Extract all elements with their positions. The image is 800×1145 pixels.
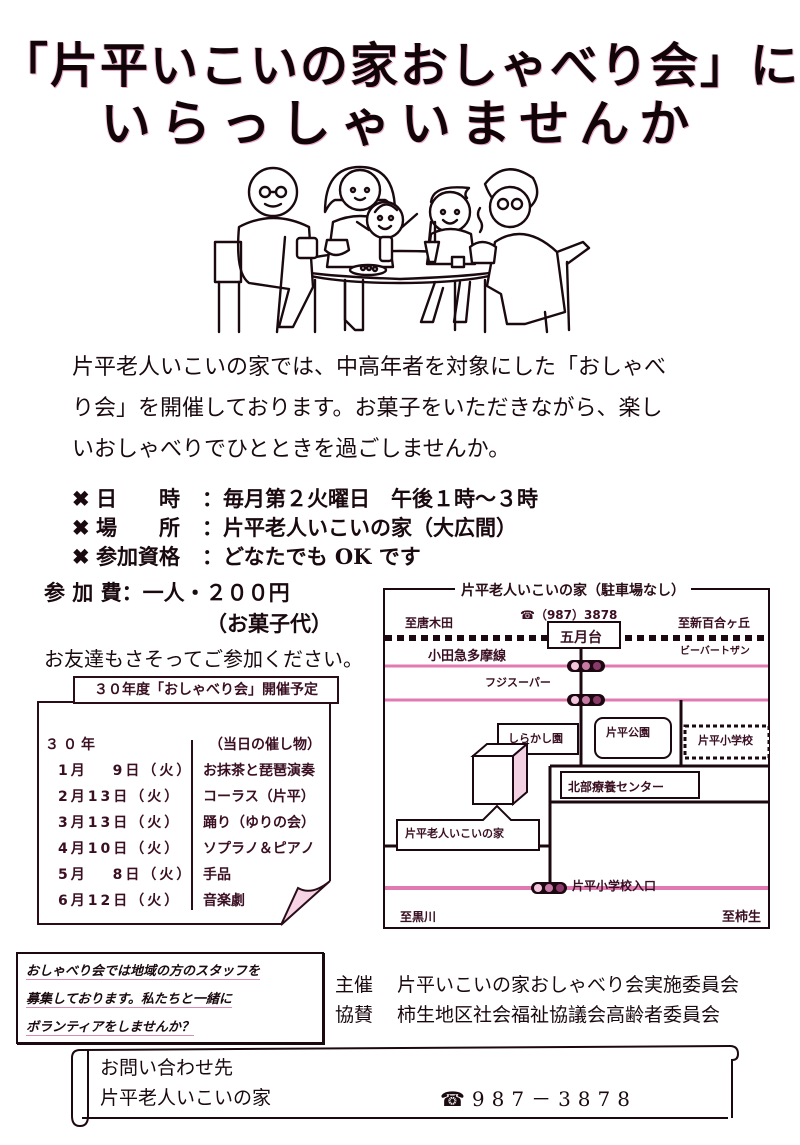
- volunteer-callout: おしゃべり会では地域の方のスタッフを 募集しております。私たちと一緒に ボランテ…: [16, 952, 324, 1044]
- sponsor-row: 協賛 柿生地区社会福祉協議会高齢者委員会: [335, 1000, 739, 1030]
- fee-note: （お菓子代）: [206, 611, 332, 636]
- map-label-karakida: 至唐木田: [405, 616, 454, 630]
- schedule-row: 5月 8日（火） 手品: [58, 864, 315, 890]
- page-title-line-2: いらっしゃいませんか: [100, 94, 700, 153]
- traffic-signal-icon: [531, 882, 567, 894]
- family-at-table-illustration: [213, 165, 591, 334]
- map-label-beaver: ビーバートザン: [680, 646, 750, 657]
- schedule-event: コーラス（片平）: [203, 789, 315, 805]
- map-railway: 小田急多摩線: [428, 649, 507, 664]
- detail-row-eligibility: ✖ 参加資格 ：どなたでも OK です: [72, 542, 538, 571]
- schedule-divider: [191, 740, 193, 910]
- detail-value: ：毎月第２火曜日 午後１時～３時: [202, 486, 538, 511]
- map-label-shirakashien: しらかし園: [508, 732, 563, 745]
- detail-label: 参加資格: [96, 544, 180, 569]
- clover-bullet-icon: ✖: [72, 515, 90, 540]
- clover-bullet-icon: ✖: [72, 544, 90, 569]
- detail-label: 場 所: [96, 515, 180, 540]
- intro-line: り会」を開催しております。お菓子をいただきながら、楽し: [72, 396, 663, 421]
- schedule-row: 6月12日（火） 音楽劇: [58, 890, 315, 916]
- volunteer-line: おしゃべり会では地域の方のスタッフを: [26, 960, 261, 980]
- map-label-park: 片平公園: [606, 726, 650, 739]
- schedule-year: ３０年: [45, 737, 99, 753]
- volunteer-line: 募集しております。私たちと一緒に: [26, 988, 232, 1008]
- schedule-row: 4月10日（火） ソプラノ＆ピアノ: [58, 838, 315, 864]
- host-row: 主催 片平いこいの家おしゃべり会実施委員会: [335, 970, 739, 1000]
- map-drawing: [385, 621, 770, 894]
- schedule-list: 1月 9日（火） お抹茶と琵琶演奏 2月13日（火） コーラス（片平） 3月13日（…: [58, 760, 315, 916]
- scroll-banner: [71, 1045, 740, 1128]
- map-label-kakio: 至柿生: [722, 910, 762, 925]
- traffic-signal-icon: [567, 660, 605, 672]
- contact-heading: お問い合わせ先: [100, 1057, 234, 1079]
- map-label-school-entrance: 片平小学校入口: [572, 879, 657, 893]
- contact-phone: ☎987－3878: [440, 1087, 637, 1111]
- schedule-date: 4月10日（火）: [58, 841, 182, 857]
- map-label-school: 片平小学校: [698, 734, 753, 747]
- detail-row-datetime: ✖ 日 時 ：毎月第２火曜日 午後１時～３時: [72, 484, 538, 513]
- detail-row-place: ✖ 場 所 ：片平老人いこいの家（大広間）: [72, 513, 538, 542]
- volunteer-line: ボランティアをしませんか？: [26, 1016, 194, 1036]
- schedule-row: 1月 9日（火） お抹茶と琵琶演奏: [58, 760, 315, 786]
- schedule-event: お抹茶と琵琶演奏: [203, 763, 315, 779]
- host-label: 主催: [335, 974, 374, 996]
- detail-label: 日 時: [96, 486, 180, 511]
- schedule-event: 踊り（ゆりの会）: [203, 815, 315, 831]
- clover-bullet-icon: ✖: [72, 486, 90, 511]
- schedule-row: 2月13日（火） コーラス（片平）: [58, 786, 315, 812]
- sponsor-name: 柿生地区社会福祉協議会高齢者委員会: [397, 1004, 721, 1026]
- intro-line: いおしゃべりでひとときを過ごしませんか。: [72, 437, 511, 462]
- intro-line: 片平老人いこいの家では、中高年者を対象にした「おしゃべ: [72, 355, 667, 380]
- host-name: 片平いこいの家おしゃべり会実施委員会: [397, 974, 740, 996]
- page-title-line-1: 「片平いこいの家おしゃべり会」に: [0, 38, 800, 94]
- event-details: ✖ 日 時 ：毎月第２火曜日 午後１時～３時 ✖ 場 所 ：片平老人いこいの家（…: [72, 484, 538, 571]
- schedule-header: ３０年度「おしゃべり会」開催予定: [73, 676, 339, 704]
- fee-line: 参 加 費：一人・２００円: [44, 580, 290, 605]
- detail-value: ：どなたでも OK です: [202, 544, 421, 569]
- schedule-events-header: （当日の催し物）: [209, 737, 321, 753]
- organizers: 主催 片平いこいの家おしゃべり会実施委員会 協賛 柿生地区社会福祉協議会高齢者委員会: [335, 970, 739, 1030]
- map-title: 片平老人いこいの家（駐車場なし）: [455, 580, 691, 600]
- map-label-shinyurigaoka: 至新百合ヶ丘: [678, 616, 751, 630]
- map-label-kurokawa: 至黒川: [400, 910, 437, 924]
- contact-name: 片平老人いこいの家: [100, 1087, 272, 1109]
- map-label-fuji: フジスーパー: [485, 676, 551, 689]
- intro-paragraph: 片平老人いこいの家では、中高年者を対象にした「おしゃべ り会」を開催しております…: [72, 347, 732, 470]
- schedule-date: 2月13日（火）: [58, 789, 182, 805]
- schedule-box-edge: [37, 923, 281, 925]
- schedule-row: 3月13日（火） 踊り（ゆりの会）: [58, 812, 315, 838]
- detail-value: ：片平老人いこいの家（大広間）: [202, 515, 517, 540]
- schedule-date: 3月13日（火）: [58, 815, 182, 831]
- schedule-date: 5月 8日（火）: [58, 867, 194, 883]
- invite-text: お友達もさそってご参加ください。: [44, 647, 363, 671]
- sponsor-label: 協賛: [335, 1004, 374, 1026]
- map-station: 五月台: [560, 630, 602, 646]
- schedule-event: 手品: [203, 867, 231, 883]
- schedule-event: ソプラノ＆ピアノ: [203, 841, 315, 857]
- map-label-center: 北部療養センター: [568, 780, 665, 794]
- schedule-date: 1月 9日（火）: [58, 763, 194, 779]
- map-label-home: 片平老人いこいの家: [405, 827, 504, 840]
- page-curl-decoration: [280, 880, 331, 926]
- traffic-signal-icon: [567, 694, 605, 706]
- schedule-box-edge: [329, 701, 331, 881]
- schedule-date: 6月12日（火）: [58, 893, 182, 909]
- schedule-event: 音楽劇: [203, 893, 245, 909]
- map-phone: ☎（987）3878: [520, 608, 618, 622]
